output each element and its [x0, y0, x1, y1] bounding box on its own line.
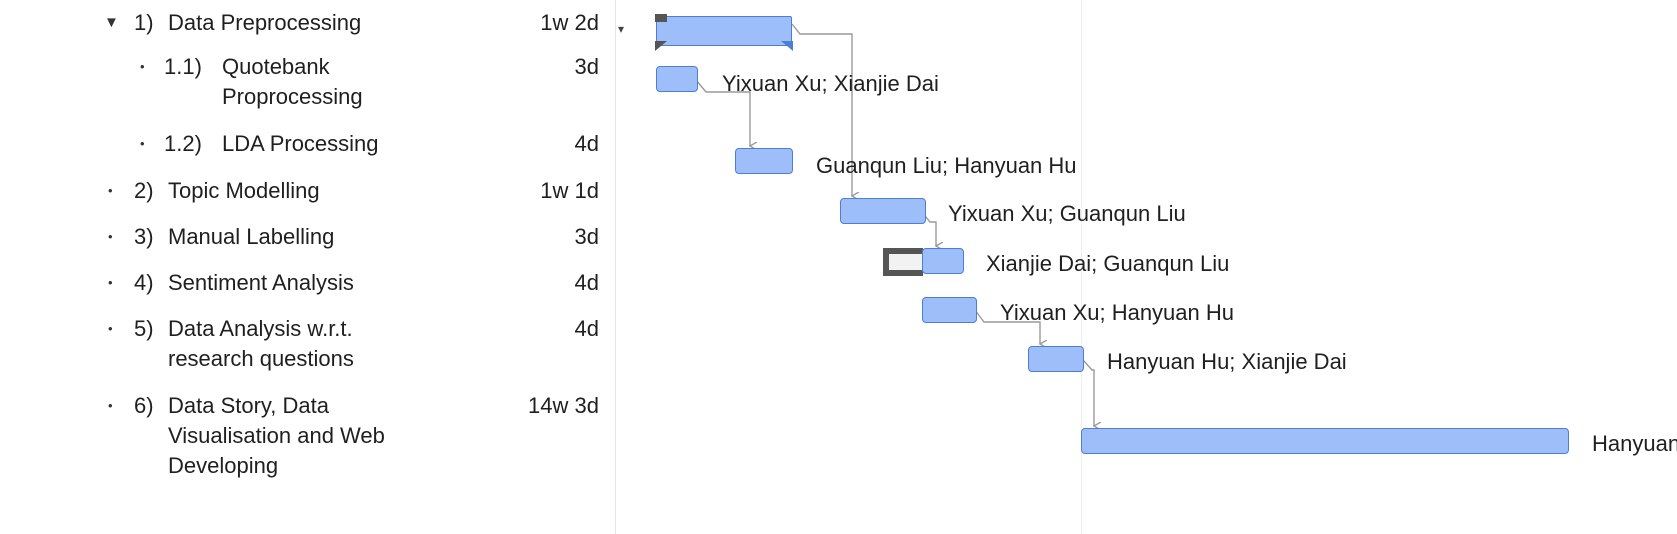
task-bar-lda-processing[interactable] — [735, 148, 793, 174]
task-outline: ▼ 1) Data Preprocessing 1w 2d • 1.1) Quo… — [0, 0, 610, 534]
bullet-icon: • — [108, 275, 113, 290]
task-duration: 1w 2d — [540, 10, 599, 35]
summary-cap — [655, 14, 667, 22]
task-name: Manual Labelling — [168, 224, 335, 249]
resource-label: Yixuan Xu; Xianjie Dai — [722, 71, 939, 96]
dependency-link — [974, 309, 1040, 344]
task-name: Data Analysis w.r.t. — [168, 316, 353, 341]
task-number: 4) — [134, 270, 154, 295]
task-name: Data Preprocessing — [168, 10, 362, 35]
task-name: Sentiment Analysis — [168, 270, 354, 295]
summary-end-left — [655, 41, 667, 51]
resource-label: Yixuan Xu; Hanyuan Hu — [1000, 300, 1234, 325]
task-bar-manual-labelling[interactable] — [922, 248, 964, 274]
task-row-data-story[interactable]: • 6) Data Story, Data Visualisation and … — [0, 391, 610, 481]
task-bar-data-analysis[interactable] — [1028, 346, 1084, 372]
collapse-marker-icon[interactable]: ▾ — [618, 22, 625, 36]
summary-bar-data-preprocessing[interactable] — [655, 14, 793, 51]
bullet-icon: • — [108, 183, 113, 198]
dependency-link — [695, 79, 750, 146]
task-name: Data Story, Data — [168, 393, 329, 418]
task-number: 3) — [134, 224, 154, 249]
bullet-icon: • — [108, 398, 113, 413]
lag-indicator — [883, 248, 923, 276]
resource-label: Yixuan Xu; Guanqun Liu — [948, 201, 1186, 226]
disclosure-triangle-icon[interactable]: ▼ — [104, 14, 119, 31]
task-row-quotebank-proprocessing[interactable]: • 1.1) Quotebank Proprocessing 3d — [0, 52, 610, 112]
task-name: Quotebank — [222, 54, 330, 79]
resource-label: Hanyuan Hu; Xianjie Dai — [1592, 431, 1677, 456]
task-bar-quotebank[interactable] — [656, 66, 698, 92]
task-name-line-2: Proprocessing — [222, 84, 363, 109]
task-name: Topic Modelling — [168, 178, 320, 203]
task-number: 2) — [134, 178, 154, 203]
bullet-icon: • — [140, 136, 145, 151]
dependency-link — [1082, 359, 1094, 426]
task-duration: 3d — [574, 54, 599, 79]
task-bar-topic-modelling[interactable] — [840, 198, 926, 224]
task-bar-data-story[interactable] — [1081, 428, 1569, 454]
summary-end-right — [781, 41, 793, 51]
task-name-line-3: Developing — [168, 453, 279, 478]
resource-label: Xianjie Dai; Guanqun Liu — [986, 251, 1230, 276]
task-number: 1.1) — [164, 54, 202, 79]
task-number: 5) — [134, 316, 154, 341]
task-bar-sentiment-analysis[interactable] — [922, 297, 977, 323]
task-duration: 3d — [574, 224, 599, 249]
resource-label: Hanyuan Hu; Xianjie Dai — [1107, 349, 1347, 374]
bullet-icon: • — [108, 229, 113, 244]
task-name: LDA Processing — [222, 131, 379, 156]
task-number: 1) — [134, 10, 154, 35]
task-name-line-2: research questions — [168, 346, 354, 371]
task-duration: 14w 3d — [528, 393, 599, 418]
task-duration: 4d — [574, 270, 599, 295]
bullet-icon: • — [108, 321, 113, 336]
task-duration: 4d — [574, 131, 599, 156]
task-number: 1.2) — [164, 131, 202, 156]
pane-divider[interactable] — [615, 0, 616, 534]
dependency-link — [791, 23, 852, 196]
bullet-icon: • — [140, 59, 145, 74]
resource-label: Guanqun Liu; Hanyuan Hu — [816, 153, 1077, 178]
task-duration: 4d — [574, 316, 599, 341]
dependency-link — [921, 211, 936, 246]
task-duration: 1w 1d — [540, 178, 599, 203]
task-row-data-analysis[interactable]: • 5) Data Analysis w.r.t. research quest… — [0, 314, 610, 374]
timeline-gridline — [1081, 0, 1082, 534]
task-number: 6) — [134, 393, 154, 418]
task-name-line-2: Visualisation and Web — [168, 423, 385, 448]
